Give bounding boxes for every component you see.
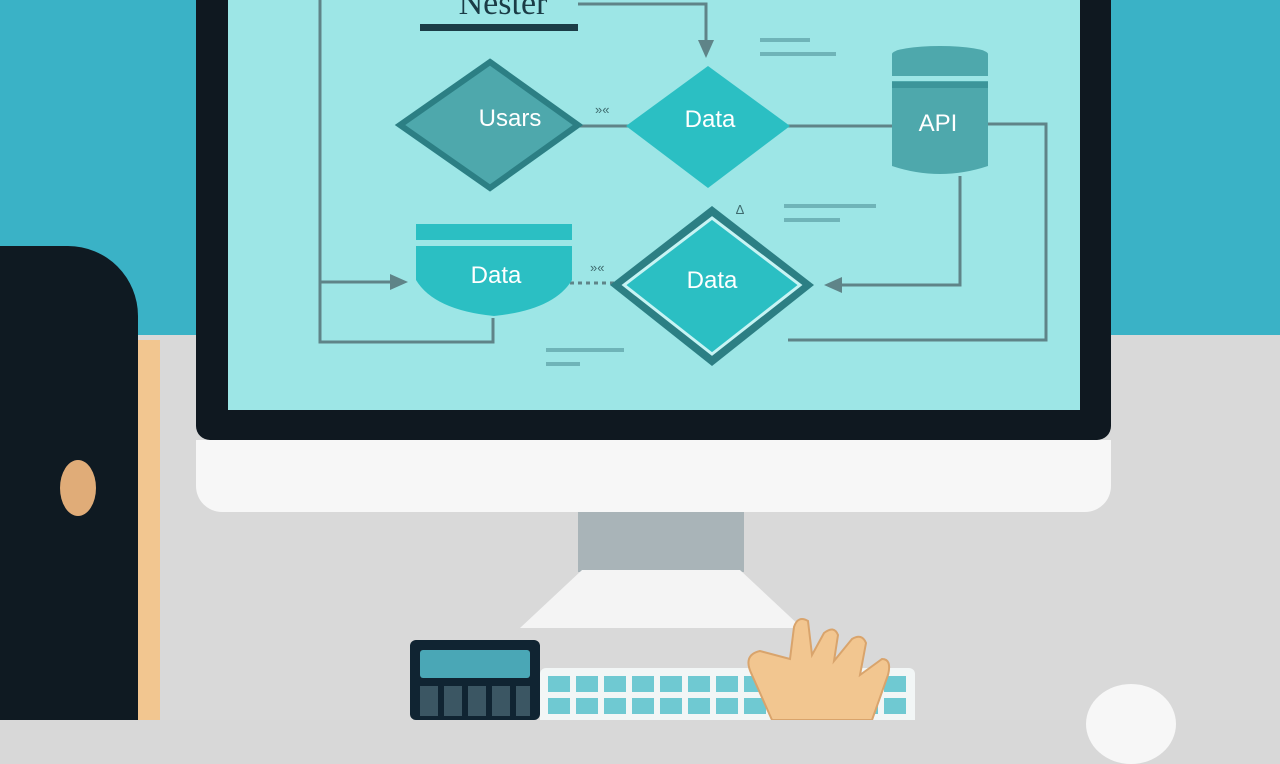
calculator-keys (420, 686, 530, 716)
connector-mark: »« (590, 260, 605, 275)
data-center-node-label: Data (686, 267, 738, 294)
flowchart-diagram (318, 0, 1048, 366)
connector-api-outer (788, 122, 1048, 342)
calculator-display (420, 650, 530, 678)
api-database-icon (892, 46, 988, 174)
data-center-diamond (621, 216, 803, 356)
arrowheads (390, 40, 842, 293)
data-top-node-label: Data (684, 106, 736, 133)
hand-icon (747, 618, 891, 720)
users-diamond (394, 58, 584, 192)
connector-api-to-data (836, 176, 962, 287)
users-node-label: Usars (478, 105, 542, 132)
monitor-neck (578, 512, 744, 572)
connector-left-loop (318, 0, 398, 284)
connector-mark: »« (595, 102, 610, 117)
connector-lines (318, 0, 1048, 344)
connector-title-to-data (578, 2, 708, 50)
monitor-chin (196, 440, 1111, 512)
data-left-node-label: Data (470, 262, 522, 289)
arrowhead-left (824, 277, 842, 293)
calculator-icon (410, 640, 540, 720)
connector-bottom-loop (318, 282, 495, 344)
title-underline (420, 24, 578, 31)
monitor-screen: Nester Usars Data API Data Data »« »« ∆ (228, 0, 1080, 410)
diagram-title: Nester (458, 0, 548, 22)
arrowhead-right (390, 274, 408, 290)
connector-mark: ∆ (736, 202, 744, 217)
data-top-diamond (626, 66, 790, 188)
api-node-label: API (918, 110, 958, 137)
arrowhead-down (698, 40, 714, 58)
person-ear (60, 460, 96, 516)
mouse-icon (1086, 684, 1176, 764)
decorative-text-lines (546, 38, 876, 366)
database-icon (416, 224, 572, 316)
